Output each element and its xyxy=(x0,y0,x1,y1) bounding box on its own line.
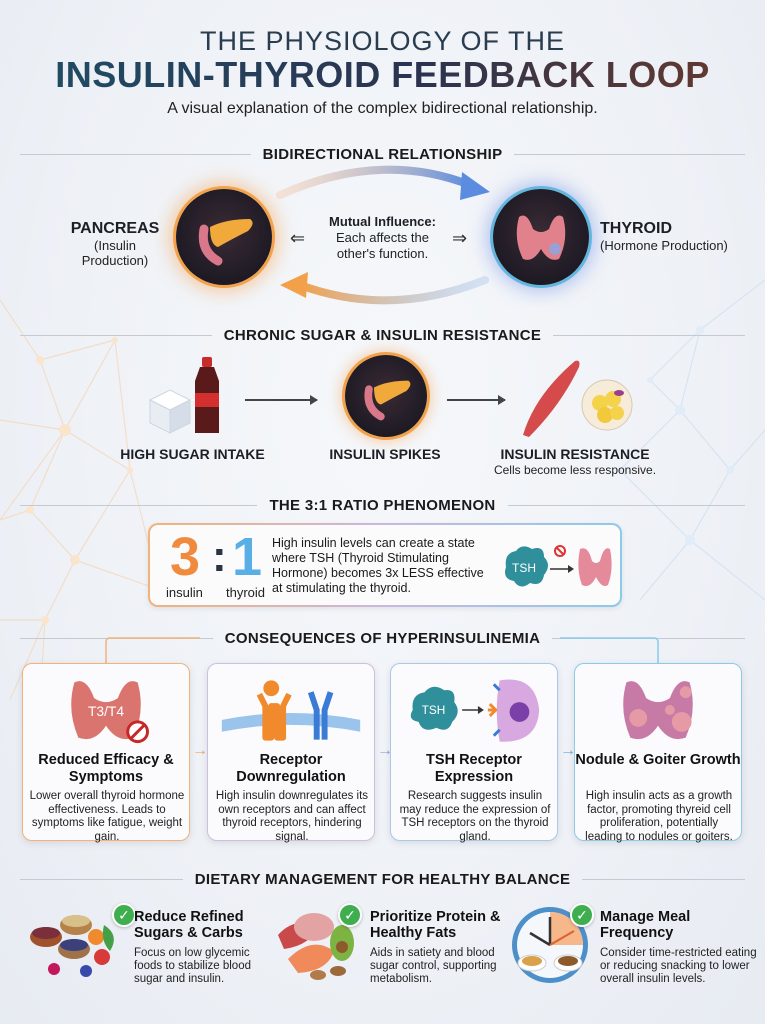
consequence-card-receptor-downregulation: Receptor Downregulation High insulin dow… xyxy=(207,663,375,843)
left-double-arrow-icon: ⇐ xyxy=(290,228,306,248)
diet-item-protein-fats: ✓ Prioritize Protein & Healthy Fats Aids… xyxy=(268,903,508,995)
flow-arrow-icon xyxy=(245,395,318,405)
step-label-high-sugar: HIGH SUGAR INTAKE xyxy=(120,446,265,462)
divider xyxy=(20,153,251,155)
svg-text:T3/T4: T3/T4 xyxy=(88,703,124,719)
card-description: High insulin acts as a growth factor, pr… xyxy=(585,790,733,843)
card-description: Lower overall thyroid hormone effectiven… xyxy=(29,790,185,843)
thyroid-label: THYROID (Hormone Production) xyxy=(600,220,728,253)
tsh-receptor-cell-icon: TSH xyxy=(410,679,540,742)
mutual-influence-text: Mutual Influence: Each affects the other… xyxy=(329,214,436,261)
card-title: Reduced Efficacy & Symptoms xyxy=(38,752,174,785)
consequence-card-tsh-receptor: TSH TSH Receptor Expression Research sug… xyxy=(390,663,558,843)
ratio-insulin-number: 3 xyxy=(170,527,201,587)
flow-arrow-icon xyxy=(447,395,506,405)
divider xyxy=(20,878,183,880)
feedback-arrows xyxy=(276,165,490,305)
clock-meal-icon xyxy=(512,907,588,983)
whole-foods-icon xyxy=(30,915,114,977)
divider xyxy=(514,153,746,155)
section-heading-diet: DIETARY MANAGEMENT FOR HEALTHY BALANCE xyxy=(20,869,746,889)
thyroid-icon xyxy=(493,189,589,285)
section-heading-bidirectional: BIDIRECTIONAL RELATIONSHIP xyxy=(20,144,746,164)
check-icon: ✓ xyxy=(338,903,362,927)
step-label-insulin-spikes: INSULIN SPIKES xyxy=(329,446,441,462)
divider xyxy=(553,334,745,336)
card-description: Research suggests insulin may reduce the… xyxy=(399,790,551,843)
diet-description: Consider time-restricted eating or reduc… xyxy=(600,947,757,985)
divider xyxy=(582,878,746,880)
diet-title: Prioritize Protein & Healthy Fats xyxy=(370,909,501,941)
check-icon: ✓ xyxy=(570,903,594,927)
step-sub-insulin-resistance: Cells become less responsive. xyxy=(493,463,657,477)
diet-item-reduce-sugars: ✓ Reduce Refined Sugars & Carbs Focus on… xyxy=(24,903,264,995)
card-description: High insulin downregulates its own recep… xyxy=(215,790,369,843)
divider xyxy=(20,504,258,506)
svg-text:TSH: TSH xyxy=(512,561,536,575)
thyroid-t3-t4-blocked-icon: T3/T4 xyxy=(71,681,149,744)
pancreas-icon xyxy=(176,189,272,285)
consequence-card-reduced-efficacy: T3/T4 Reduced Efficacy & Symptoms Lower … xyxy=(22,663,190,843)
muscle-fat-cell-icon xyxy=(523,360,633,437)
page-title: INSULIN-THYROID FEEDBACK LOOP xyxy=(0,54,765,96)
sugar-cube-soda-icon xyxy=(148,357,219,434)
pancreas-label: PANCREAS (Insulin Production) xyxy=(70,220,160,268)
diet-title: Reduce Refined Sugars & Carbs xyxy=(134,909,244,941)
diet-description: Aids in satiety and blood sugar control,… xyxy=(370,947,497,985)
card-title: Nodule & Goiter Growth xyxy=(575,752,741,768)
ratio-description: High insulin levels can create a state w… xyxy=(272,536,484,595)
diet-item-meal-frequency: ✓ Manage Meal Frequency Consider time-re… xyxy=(508,903,758,995)
divider xyxy=(20,334,212,336)
card-arrow-icon: → xyxy=(377,742,393,759)
protein-fats-icon xyxy=(278,913,354,980)
insulin-spikes-pancreas-icon xyxy=(345,355,427,437)
ratio-insulin-label: insulin xyxy=(166,585,203,600)
ratio-card: 3 : 1 insulin thyroid High insulin level… xyxy=(148,523,622,607)
section-heading-sugar: CHRONIC SUGAR & INSULIN RESISTANCE xyxy=(20,325,745,345)
subtitle: A visual explanation of the complex bidi… xyxy=(167,100,598,117)
check-icon: ✓ xyxy=(112,903,136,927)
consequences-bracket xyxy=(105,637,659,663)
diet-title: Manage Meal Frequency xyxy=(600,909,691,941)
tsh-blocked-thyroid-icon: TSH xyxy=(505,545,612,587)
step-label-insulin-resistance: INSULIN RESISTANCE xyxy=(500,446,650,462)
ratio-colon: : xyxy=(212,532,227,581)
membrane-receptors-icon xyxy=(221,680,361,741)
divider xyxy=(507,504,746,506)
thyroid-nodules-icon xyxy=(623,681,693,740)
section-heading-ratio: THE 3:1 RATIO PHENOMENON xyxy=(20,495,746,515)
card-arrow-icon: → xyxy=(192,742,208,759)
consequence-card-nodule-goiter: Nodule & Goiter Growth High insulin acts… xyxy=(574,663,742,843)
ratio-thyroid-number: 1 xyxy=(232,527,263,587)
ratio-thyroid-label: thyroid xyxy=(226,585,266,600)
title-top: THE PHYSIOLOGY OF THE xyxy=(199,26,566,56)
right-double-arrow-icon: ⇒ xyxy=(452,228,468,248)
svg-text:TSH: TSH xyxy=(422,703,446,717)
diet-description: Focus on low glycemic foods to stabilize… xyxy=(134,947,251,985)
card-title: Receptor Downregulation xyxy=(236,752,346,785)
card-title: TSH Receptor Expression xyxy=(426,752,522,785)
card-arrow-icon: → xyxy=(560,742,576,759)
